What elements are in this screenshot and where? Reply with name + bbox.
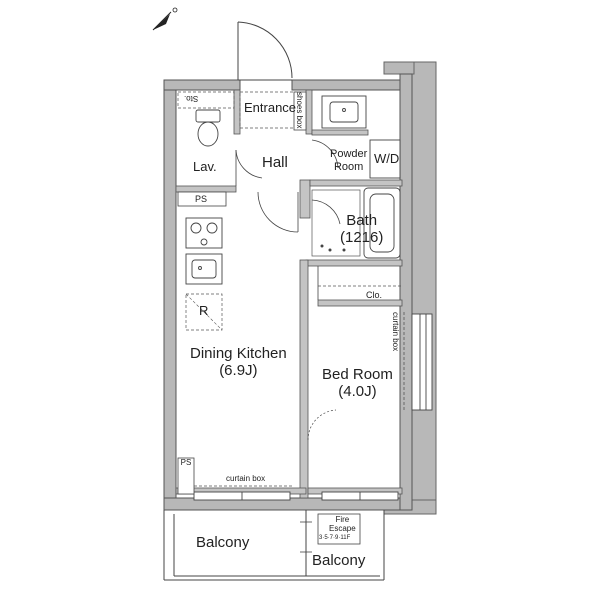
ps-top-box	[177, 191, 227, 207]
storage-shelf	[177, 91, 235, 109]
toilet	[195, 109, 221, 147]
exterior-wall-right	[409, 61, 437, 503]
fire-escape-hatch	[317, 513, 361, 545]
lav-door-swing	[235, 149, 263, 179]
room-label-wd: W/D	[374, 151, 400, 166]
balcony-sliding-doors	[193, 491, 399, 501]
bathtub	[363, 187, 401, 259]
label-ps-top: PS	[195, 194, 208, 204]
bath-door-swing	[311, 199, 341, 225]
bedroom-door-swing	[307, 409, 337, 441]
label-curtain-box-right: curtain box	[391, 312, 401, 352]
entrance-door	[237, 21, 293, 81]
bedroom-window	[411, 313, 433, 411]
room-label-storage: Sto.	[184, 94, 199, 104]
bath-drain-dots	[320, 244, 346, 252]
interior-walls	[175, 89, 403, 499]
room-label-balcony-left: Balcony	[196, 534, 250, 551]
stove	[185, 217, 223, 249]
bath-floor	[311, 189, 361, 257]
entrance-step	[239, 91, 297, 129]
label-fire-escape: Fire Escape	[329, 515, 356, 534]
powder-door-swing	[311, 139, 339, 169]
kitchen-door-swing	[257, 191, 299, 233]
balcony-partition	[300, 521, 312, 553]
room-label-lav: Lav.	[193, 159, 217, 174]
fridge-space	[185, 293, 223, 331]
room-label-shoes-box: shoes box	[295, 92, 305, 129]
balcony-outline	[163, 510, 385, 581]
room-label-hall: Hall	[262, 154, 288, 171]
label-fire-escape-floors: 3·5·7·9·11F	[319, 535, 351, 541]
label-ps-bottom: PS	[180, 458, 192, 467]
washer-dryer	[369, 139, 401, 179]
shoes-box	[293, 91, 307, 131]
room-label-bath: Bath (1216)	[340, 212, 384, 247]
room-label-entrance: Entrance	[244, 100, 297, 115]
powder-room-sink	[321, 95, 367, 129]
room-label-powder-room: Powder Room	[330, 148, 368, 173]
room-label-dining-kitchen: Dining Kitchen (6.9J)	[190, 345, 287, 380]
label-fridge: R	[199, 303, 209, 318]
north-arrow-icon	[152, 7, 178, 31]
outer-walls	[163, 73, 413, 511]
ps-bottom-box	[177, 457, 195, 495]
exterior-wall-right-top	[383, 61, 415, 75]
label-curtain-box-bottom: curtain box	[226, 474, 266, 483]
label-closet: Clo.	[366, 290, 383, 300]
kitchen-sink	[185, 253, 223, 285]
room-label-bed-room: Bed Room (4.0J)	[322, 366, 393, 401]
room-label-balcony-right: Balcony	[312, 552, 366, 569]
